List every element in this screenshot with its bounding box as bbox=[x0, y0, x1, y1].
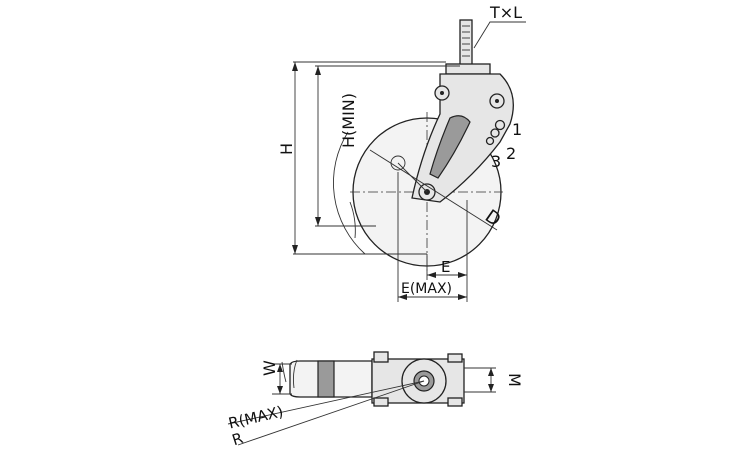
h-min-label: H(MIN) bbox=[339, 93, 358, 148]
position-label-1: 1 bbox=[512, 120, 522, 139]
mounting-plate bbox=[445, 63, 491, 75]
e-max-label: E(MAX) bbox=[401, 281, 452, 297]
w-label: W bbox=[260, 360, 279, 376]
threaded-stem bbox=[459, 19, 473, 67]
r-label: R bbox=[230, 429, 245, 449]
e-label: E bbox=[441, 258, 450, 276]
diameter-line bbox=[369, 149, 498, 231]
position-label-2: 2 bbox=[506, 144, 516, 163]
m-label: M bbox=[505, 373, 524, 387]
position-hole-3 bbox=[485, 136, 495, 146]
r-max-leader-line bbox=[227, 380, 425, 425]
h-label: H bbox=[277, 143, 296, 155]
side-view: T×L 1 2 3 D H bbox=[277, 3, 526, 302]
r-max-label: R(MAX) bbox=[227, 402, 285, 432]
wheel-swivel-arc bbox=[332, 131, 366, 255]
txl-leader-line bbox=[473, 21, 526, 49]
fork-slot bbox=[429, 115, 471, 179]
r-leader-line bbox=[237, 380, 425, 446]
position-label-3: 3 bbox=[491, 152, 501, 171]
position-hole-1 bbox=[494, 119, 506, 131]
txl-label: T×L bbox=[489, 3, 522, 22]
position-hole-2 bbox=[490, 128, 500, 138]
top-view: W M R(MAX) R bbox=[227, 351, 524, 449]
